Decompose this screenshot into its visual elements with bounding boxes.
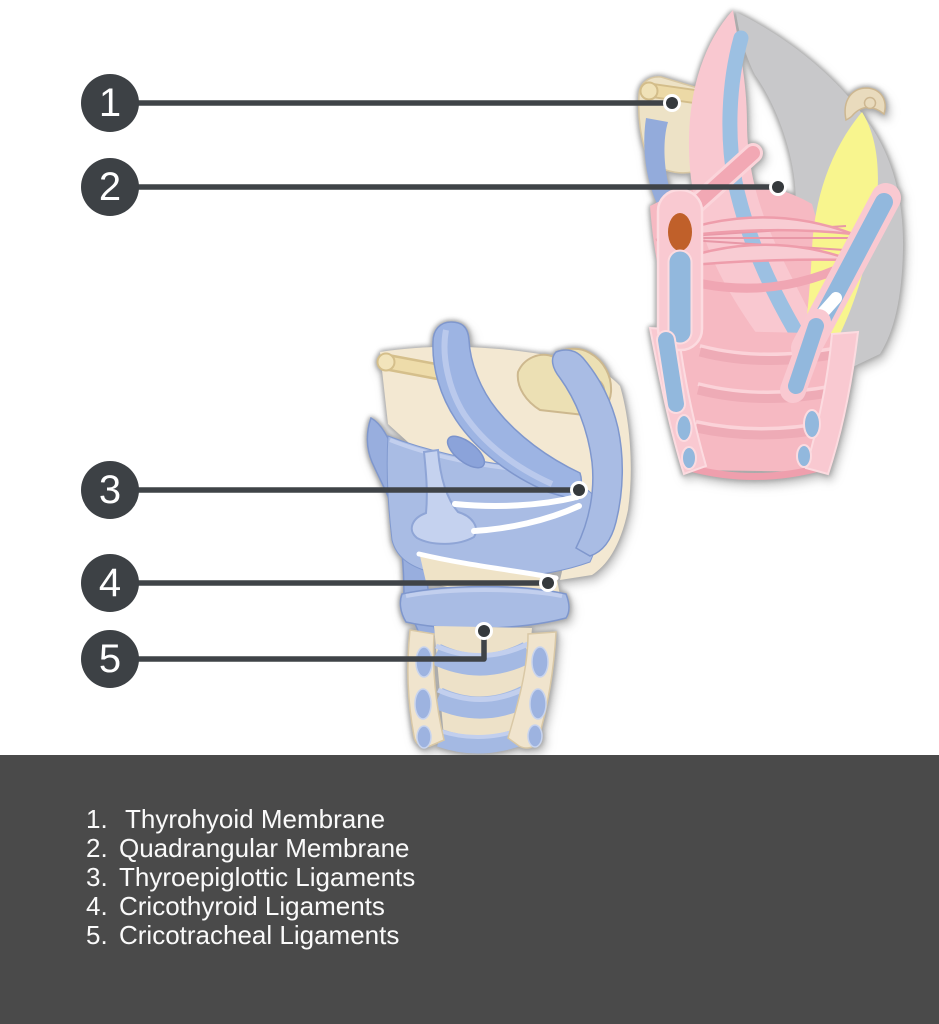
legend-item-3: 3. Thyroepiglottic Ligaments: [86, 863, 415, 892]
thyroid-lamina-cut-edge: [551, 349, 623, 557]
legend-list: 1. Thyrohyoid Membrane 2. Quadrangular M…: [86, 805, 415, 950]
tracheal-wall-cartilage-ovals: [414, 646, 549, 749]
legend-label: Cricotracheal Ligaments: [119, 920, 400, 950]
legend-item-1: 1. Thyrohyoid Membrane: [86, 805, 415, 834]
legend-number: 5.: [86, 920, 108, 950]
cuneiform-blob: [446, 435, 486, 469]
legend-item-5: 5. Cricotracheal Ligaments: [86, 921, 415, 950]
vessel-orange: [668, 213, 692, 251]
legend-label: Quadrangular Membrane: [119, 833, 410, 863]
epiglottis-petiole: [410, 448, 477, 545]
legend-panel: 1. Thyrohyoid Membrane 2. Quadrangular M…: [0, 755, 939, 1024]
callout-dots: [475, 94, 787, 640]
legend-label: Thyroepiglottic Ligaments: [119, 862, 416, 892]
cricoid-cartilage: [399, 585, 570, 630]
legend-number: 2.: [86, 833, 108, 863]
callout-badge-5[interactable]: 5: [81, 630, 139, 688]
thyroepiglottic-ligaments-white-lines: [452, 494, 582, 534]
legend-number: 3.: [86, 862, 108, 892]
callout-badge-1[interactable]: 1: [81, 74, 139, 132]
legend-number: 1.: [86, 804, 108, 834]
callout-line-5: [107, 628, 487, 662]
left-cartilage-column: [656, 188, 704, 352]
callout-badge-4[interactable]: 4: [81, 554, 139, 612]
legend-number: 4.: [86, 891, 108, 921]
right-cartilage-strip: [780, 183, 901, 403]
callout-badge-3[interactable]: 3: [81, 461, 139, 519]
larynx-sagittal-section-illustration: [638, 10, 904, 480]
trachea-right-wall: [804, 330, 860, 476]
legend-item-4: 4. Cricothyroid Ligaments: [86, 892, 415, 921]
legend-item-2: 2. Quadrangular Membrane: [86, 834, 415, 863]
legend-label: Thyrohyoid Membrane: [125, 804, 386, 834]
tracheal-cartilage-inserts: [656, 330, 821, 470]
callout-badge-2[interactable]: 2: [81, 158, 139, 216]
legend-label: Cricothyroid Ligaments: [119, 891, 385, 921]
